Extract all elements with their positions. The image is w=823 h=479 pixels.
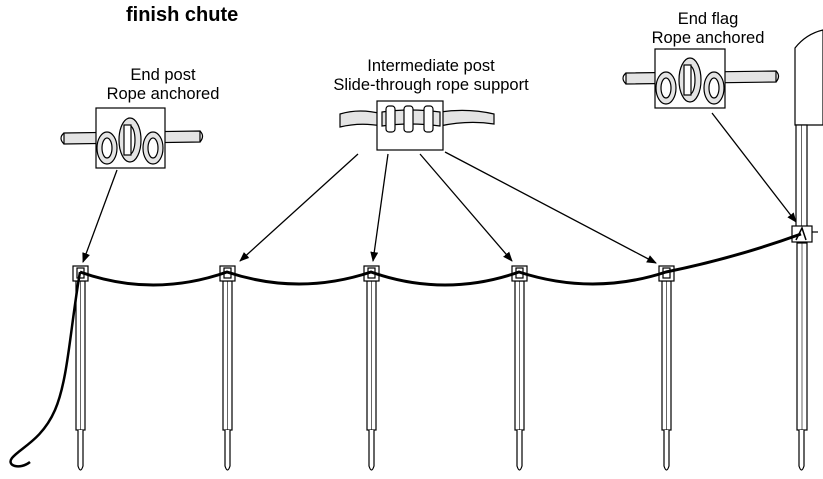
intermediate-post [511, 265, 528, 471]
end-flag-label: End flag Rope anchored [633, 10, 783, 48]
intermediate-post-label-line2: Slide-through rope support [333, 76, 529, 94]
end-flag-label-line1: End flag [677, 10, 739, 28]
end-flag-label-line2: Rope anchored [651, 29, 765, 47]
callout-arrows [82, 112, 797, 264]
end-post-label: End post Rope anchored [78, 66, 248, 104]
intermediate-post [363, 265, 380, 471]
end-post-label-line2: Rope anchored [106, 85, 220, 103]
intermediate-post [658, 265, 675, 471]
rope-knot-icon [60, 107, 204, 169]
end-post-label-line1: End post [130, 66, 196, 84]
flag-icon [794, 29, 823, 126]
rope-tail [9, 271, 82, 468]
diagram-title: finish chute [126, 4, 239, 26]
rope-knot-icon [622, 48, 780, 109]
intermediate-post-label-line1: Intermediate post [367, 57, 495, 75]
intermediate-post-label: Intermediate post Slide-through rope sup… [291, 57, 571, 95]
intermediate-post [219, 265, 236, 471]
chute-rope [79, 232, 802, 287]
end-flag [791, 29, 823, 471]
rope-clip-icon [339, 100, 495, 151]
